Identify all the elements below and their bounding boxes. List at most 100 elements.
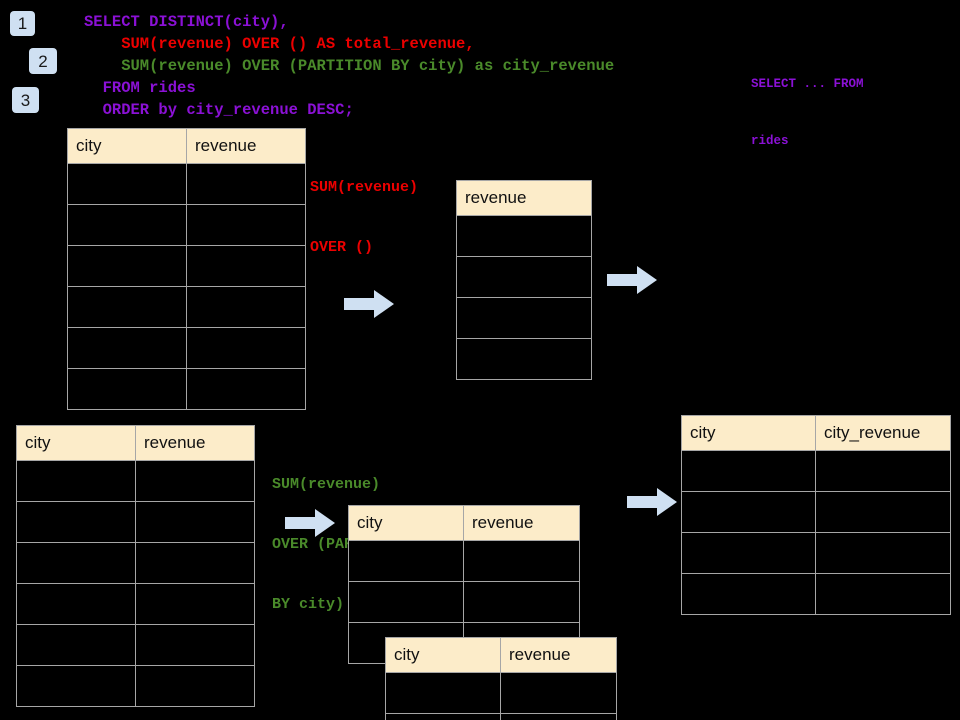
sql-line-5: ORDER by city_revenue DESC; (84, 101, 354, 119)
table-row (681, 491, 951, 533)
cell-city (681, 491, 816, 533)
cell-revenue (135, 665, 255, 707)
column-header-city: city (348, 505, 464, 541)
total-revenue-table: revenue (456, 180, 592, 380)
table-row (16, 542, 255, 584)
column-header-city: city (385, 637, 501, 673)
table-row (456, 338, 592, 380)
table-row (456, 297, 592, 339)
cell-revenue (456, 256, 592, 298)
cell-revenue (186, 368, 306, 410)
column-header-revenue: revenue (186, 128, 306, 164)
table-header-row: city revenue (348, 505, 580, 541)
cell-city (681, 532, 816, 574)
table-row (16, 665, 255, 707)
cell-revenue (500, 672, 617, 714)
cell-revenue (135, 583, 255, 625)
table-header-row: city revenue (16, 425, 255, 461)
cell-revenue (135, 501, 255, 543)
annotation-select-from-line2: rides (751, 134, 789, 148)
cell-revenue (500, 713, 617, 720)
cell-city-revenue (815, 532, 951, 574)
cell-city-revenue (815, 450, 951, 492)
cell-revenue (186, 163, 306, 205)
table-body (16, 460, 255, 707)
table-row (16, 460, 255, 502)
cell-city (16, 542, 136, 584)
annotation-sum-over-empty-line1: SUM(revenue) (310, 179, 419, 196)
table-row (67, 163, 306, 205)
arrow-total-to-next (607, 266, 657, 294)
cell-city-revenue (815, 573, 951, 615)
table-body (681, 450, 951, 615)
arrow-source-to-total (344, 290, 394, 318)
city-revenue-result-table: city city_revenue (681, 415, 951, 615)
column-header-revenue: revenue (463, 505, 580, 541)
cell-revenue (186, 204, 306, 246)
cell-revenue (463, 540, 580, 582)
table-header-row: city city_revenue (681, 415, 951, 451)
table-header-row: city revenue (67, 128, 306, 164)
annotation-sum-over-empty-line2: OVER () (310, 239, 374, 256)
sql-line-3: SUM(revenue) OVER (PARTITION BY city) as… (84, 57, 615, 75)
sql-line-2: SUM(revenue) OVER () AS total_revenue, (84, 35, 475, 53)
rides-source-table-partition: city revenue (16, 425, 255, 707)
arrow-partition-to-result (627, 488, 677, 516)
table-row (456, 215, 592, 257)
cell-revenue (456, 215, 592, 257)
cell-revenue (456, 297, 592, 339)
annotation-sum-over-partition-line1: SUM(revenue) (272, 476, 381, 493)
step-badge-2: 2 (29, 48, 57, 74)
annotation-sum-over-empty: SUM(revenue) OVER () (310, 138, 418, 298)
sql-line-4: FROM rides (84, 79, 196, 97)
cell-city (681, 573, 816, 615)
table-row (67, 327, 306, 369)
step-badge-1-label: 1 (17, 14, 28, 33)
table-row (385, 713, 617, 720)
cell-revenue (186, 286, 306, 328)
cell-city (67, 368, 187, 410)
column-header-revenue: revenue (456, 180, 592, 216)
arrow-source-to-partition (285, 509, 335, 537)
annotation-select-from-line1: SELECT ... FROM (751, 77, 864, 91)
annotation-sum-over-partition-line3: BY city) (272, 596, 345, 613)
cell-city (348, 581, 464, 623)
table-row (456, 256, 592, 298)
cell-city (385, 713, 501, 720)
table-row (16, 624, 255, 666)
column-header-city-revenue: city_revenue (815, 415, 951, 451)
partition-group-b: city revenue (385, 637, 617, 720)
cell-city (67, 286, 187, 328)
cell-city (16, 665, 136, 707)
cell-city (16, 583, 136, 625)
cell-city (67, 204, 187, 246)
table-body (67, 163, 306, 410)
cell-city-revenue (815, 491, 951, 533)
table-row (681, 450, 951, 492)
cell-revenue (135, 542, 255, 584)
table-row (67, 286, 306, 328)
sql-line-1: SELECT DISTINCT(city), (84, 13, 289, 31)
table-row (16, 583, 255, 625)
column-header-city: city (681, 415, 816, 451)
cell-city (67, 245, 187, 287)
cell-city (681, 450, 816, 492)
cell-revenue (135, 460, 255, 502)
table-row (385, 672, 617, 714)
table-row (348, 540, 580, 582)
cell-city (16, 624, 136, 666)
step-badge-2-label: 2 (38, 51, 48, 71)
table-row (681, 532, 951, 574)
step-badge-3-label: 3 (20, 90, 31, 110)
cell-revenue (463, 581, 580, 623)
table-body (456, 215, 592, 380)
table-row (16, 501, 255, 543)
rides-source-table: city revenue (67, 128, 306, 410)
cell-city (348, 540, 464, 582)
cell-city (67, 163, 187, 205)
cell-city (16, 460, 136, 502)
cell-revenue (135, 624, 255, 666)
table-row (681, 573, 951, 615)
cell-revenue (186, 245, 306, 287)
